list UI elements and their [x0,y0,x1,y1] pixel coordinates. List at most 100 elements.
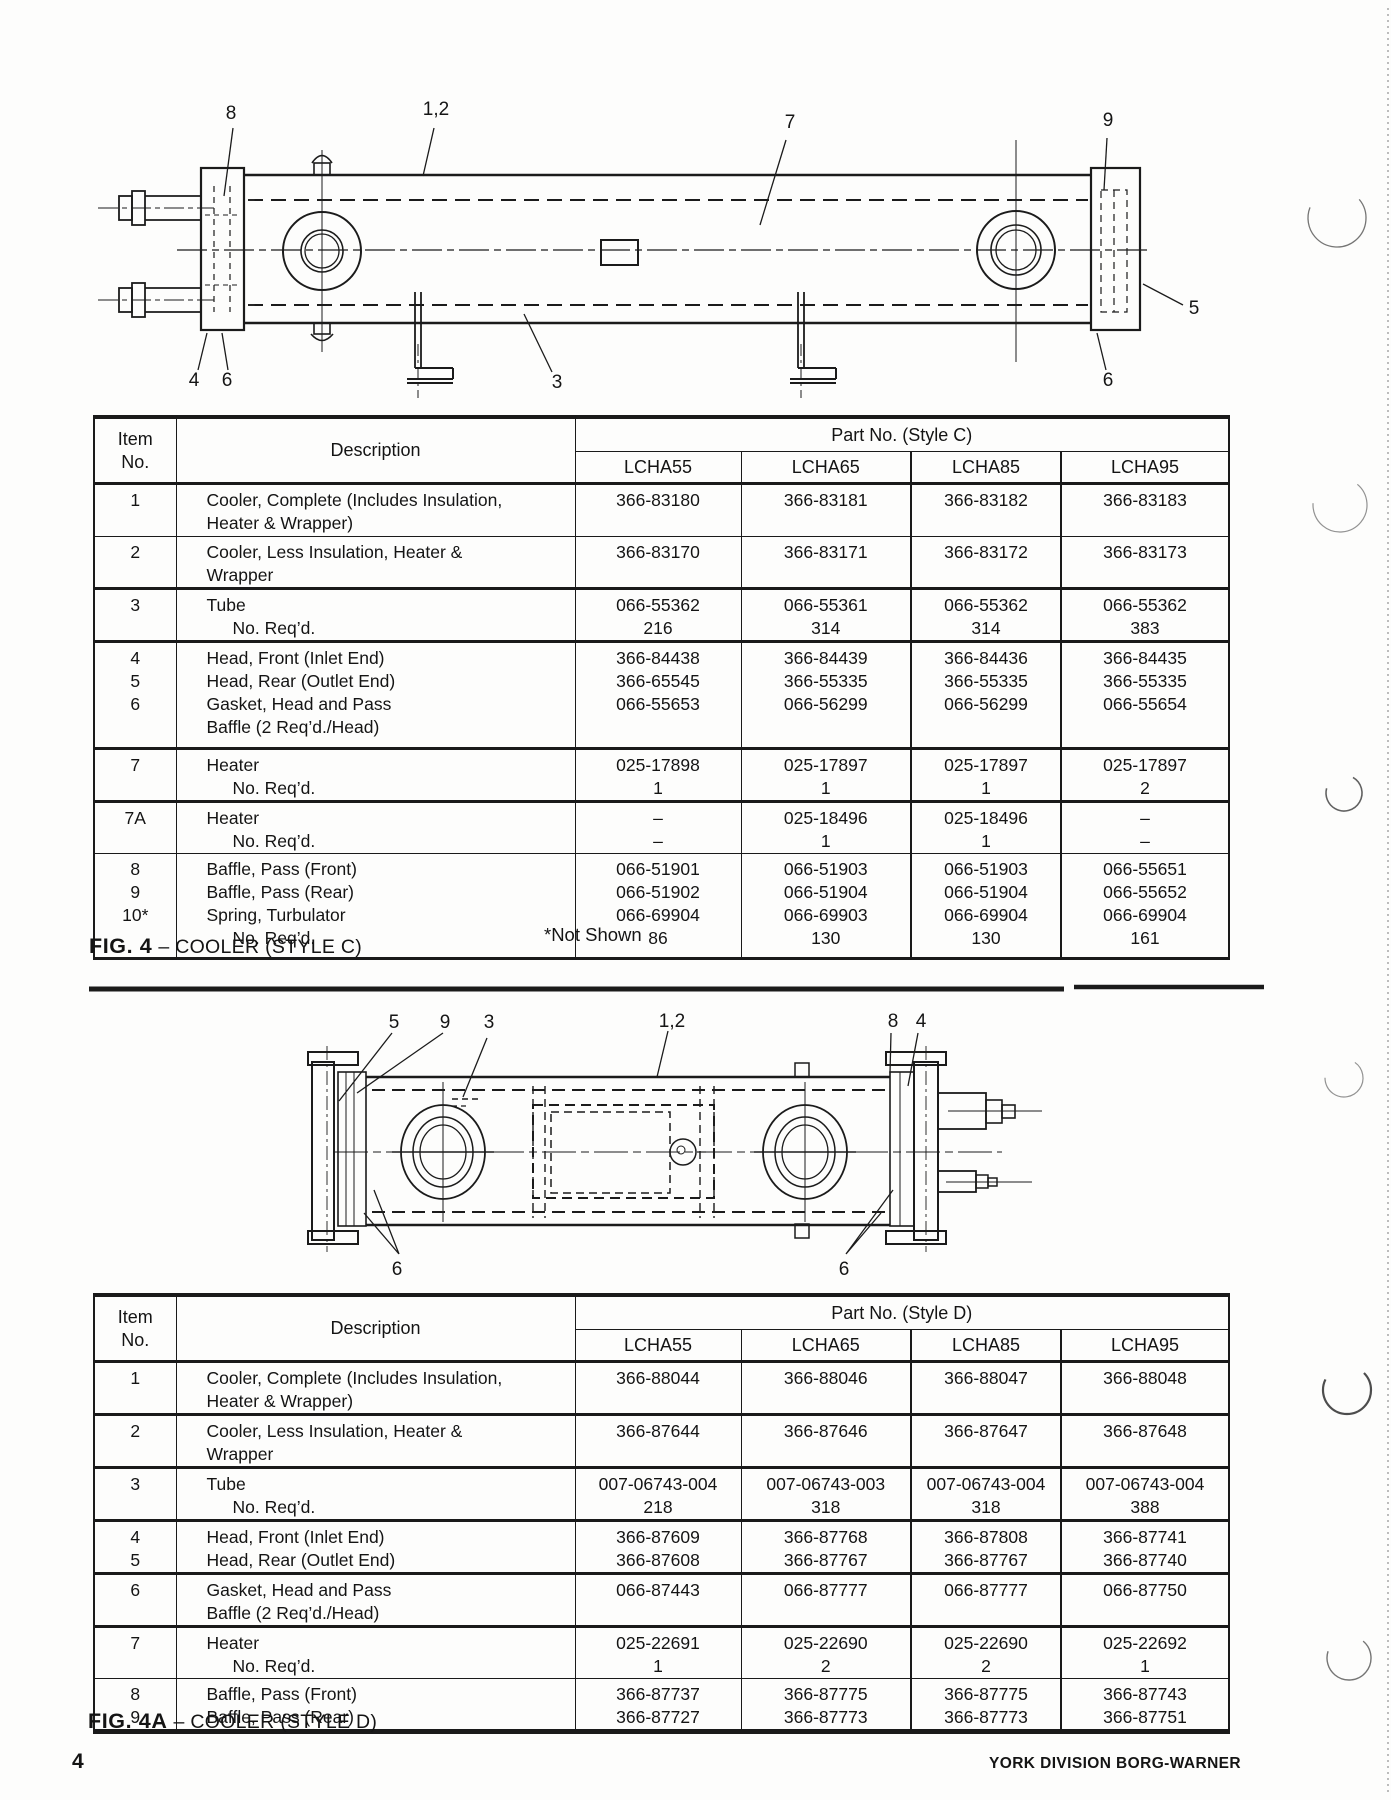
fig4a-caption-text: – COOLER (STYLE D) [173,1711,378,1733]
description-cell: Cooler, Less Insulation, Heater &Wrapper [176,1414,576,1468]
callout-label: 6 [392,1259,403,1280]
col-header-part-no: Part No. (Style C) [575,417,1230,452]
part-number-cell: 366-83172 [911,536,1062,589]
item-number-cell: 7A [94,801,177,854]
cooler-style-d-drawing: 5 9 3 1,2 8 4 6 6 [307,1011,1042,1280]
part-number-cell: 366-87646 [741,1414,912,1468]
col-header-model: LCHA85 [911,451,1062,485]
item-number-cell: 7 [94,1626,177,1679]
part-number-cell: 066-87777 [911,1573,1062,1627]
col-header-model: LCHA95 [1061,1329,1230,1363]
not-shown-note: *Not Shown [544,924,642,945]
part-number-cell: 366-83170 [575,536,742,589]
fig4a-caption-label: FIG. 4A [88,1709,168,1733]
part-number-cell: 366-87648 [1103,1421,1187,1441]
part-number-cell: 366-88044 [575,1361,742,1415]
col-header-model: LCHA55 [575,451,742,485]
binder-hole-marks [1307,8,1389,1795]
col-header-item: Item No. [94,1295,177,1363]
callout-label: 7 [785,112,796,133]
item-number-cell: 1 [94,483,177,537]
description-cell: Head, Front (Inlet End)Head, Rear (Outle… [176,1520,576,1574]
col-header-description: Description [176,417,576,485]
description-cell: Baffle, Pass (Front)Baffle, Pass (Rear)S… [176,853,576,959]
support-bracket-left [407,292,454,398]
item-number-cell: 3 [94,588,177,642]
description-cell: Head, Front (Inlet End)Head, Rear (Outle… [176,641,576,749]
part-number-cell: 366-87644 [575,1414,742,1468]
part-number-cell: 366-83182 [911,483,1062,537]
item-number-cell: 6 [94,1573,177,1627]
part-number-cell: –– [575,801,742,854]
fig4a-caption: FIG. 4A– COOLER (STYLE D) [88,1709,377,1734]
callout-label: 6 [1103,370,1114,391]
col-header-model: LCHA65 [741,1329,912,1363]
cooler-style-c-drawing: 8 1,2 7 9 5 4 6 3 6 [98,99,1199,398]
col-header-model: LCHA85 [911,1329,1062,1363]
page-number: 4 [72,1750,84,1773]
publisher-footer: YORK DIVISION BORG-WARNER [989,1755,1241,1772]
item-number-cell: 3 [94,1467,177,1521]
callout-label: 8 [226,103,237,124]
part-number-cell: 066-87777 [741,1573,912,1627]
col-header-model: LCHA95 [1061,451,1230,485]
part-number-cell: 366-83183 [1103,490,1187,510]
item-number-cell: 7 [94,748,177,802]
fig4a-leader-lines [338,1030,919,1255]
callout-label: 5 [389,1012,400,1033]
part-number-cell: 066-87750 [1103,1580,1187,1600]
description-cell: Baffle, Pass (Front)Baffle, Pass (Rear) [176,1678,576,1732]
col-header-model: LCHA65 [741,451,912,485]
part-number-cell: 366-83171 [741,536,912,589]
callout-label: 1,2 [423,99,449,120]
col-header-model: LCHA55 [575,1329,742,1363]
part-number-cell: 366-87647 [911,1414,1062,1468]
callout-label: 3 [552,372,563,393]
callout-label: 9 [440,1012,451,1033]
fig4-leader-lines [197,127,1184,373]
description-cell: Cooler, Less Insulation, Heater &Wrapper [176,536,576,589]
item-number-cell: 2 [94,536,177,589]
col-header-part-no: Part No. (Style D) [575,1295,1230,1330]
